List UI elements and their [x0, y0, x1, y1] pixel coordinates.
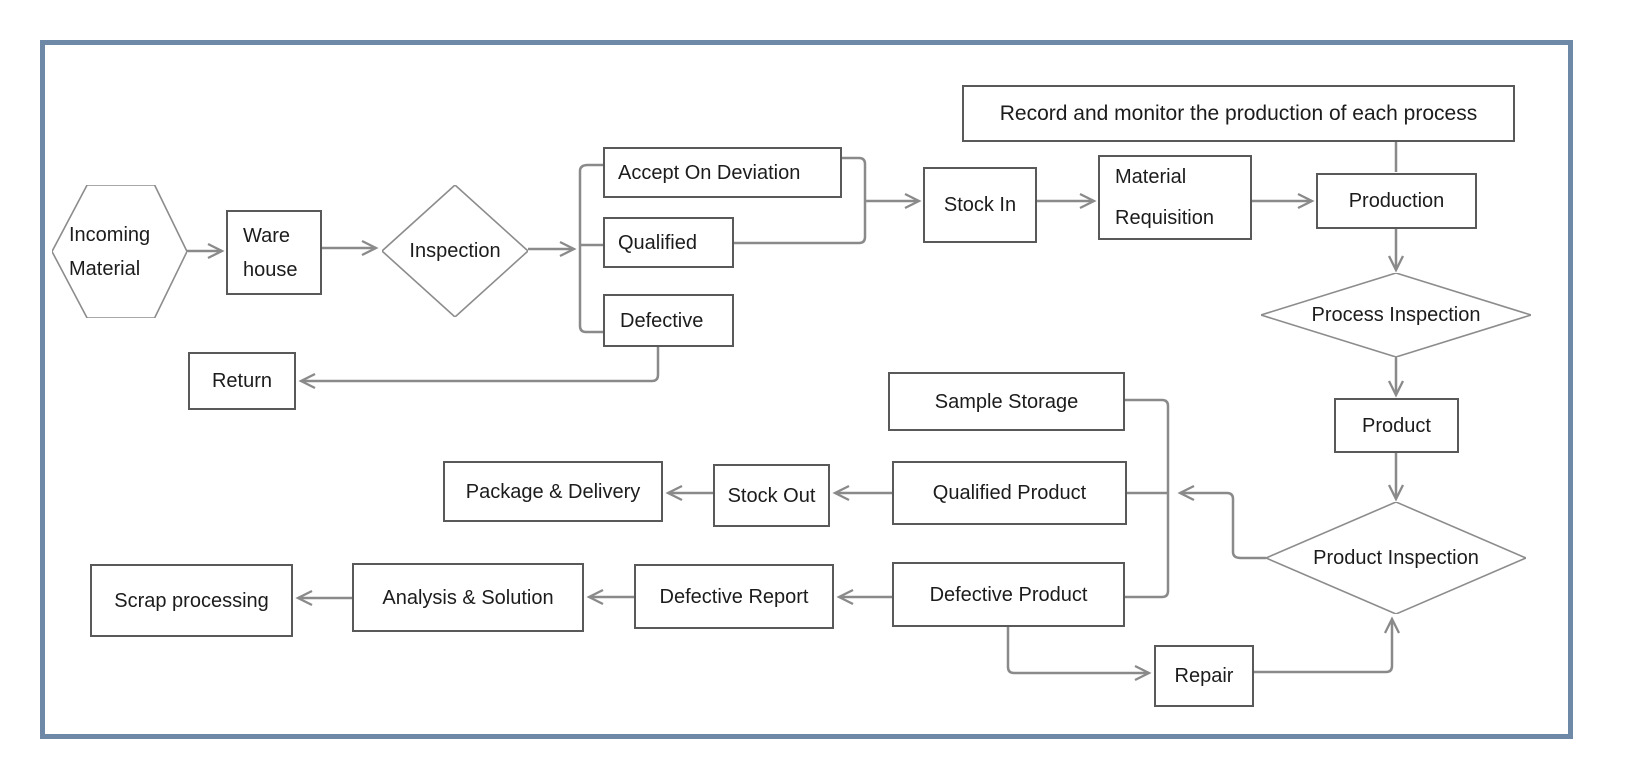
edge-product-split-bracket — [1124, 398, 1170, 599]
node-incoming-material-label: Incoming Material — [69, 223, 151, 280]
node-qualified-product: Qualified Product — [892, 461, 1127, 525]
node-product-inspection-label: Product Inspection — [1313, 547, 1479, 569]
node-defective-product: Defective Product — [892, 562, 1125, 627]
node-analysis-solution-label: Analysis & Solution — [382, 586, 554, 609]
node-product-label: Product — [1362, 414, 1431, 437]
node-inspection: Inspection — [382, 185, 528, 317]
node-defective-product-label: Defective Product — [929, 583, 1088, 606]
node-stock-out: Stock Out — [713, 464, 830, 527]
node-return-label: Return — [211, 370, 273, 392]
node-defective-report-label: Defective Report — [659, 585, 809, 608]
node-repair-label: Repair — [1174, 665, 1234, 687]
node-package-delivery-label: Package & Delivery — [465, 480, 641, 503]
node-process-inspection-label: Process Inspection — [1311, 304, 1481, 326]
diagram-frame — [40, 40, 1573, 739]
node-sample-storage: Sample Storage — [888, 372, 1125, 431]
node-record-note: Record and monitor the production of eac… — [962, 85, 1515, 142]
edge-product-inspection-to-product-split — [1177, 484, 1266, 560]
node-product: Product — [1334, 398, 1459, 453]
edge-split-bracket — [578, 163, 603, 334]
node-qualified: Qualified — [603, 217, 734, 268]
node-scrap-processing-label: Scrap processing — [114, 589, 269, 612]
diamond-shape — [382, 185, 528, 317]
node-repair: Repair — [1154, 645, 1254, 707]
node-scrap-processing: Scrap processing — [90, 564, 293, 637]
node-package-delivery: Package & Delivery — [443, 461, 663, 522]
node-warehouse-label: Ware house — [243, 224, 298, 281]
node-material-requisition: Material Requisition — [1098, 155, 1252, 240]
node-stock-in: Stock In — [923, 167, 1037, 243]
node-production-label: Production — [1348, 190, 1445, 212]
node-return: Return — [188, 352, 296, 410]
edge-defective-product-to-repair — [1006, 627, 1152, 682]
node-defective-report: Defective Report — [634, 564, 834, 629]
node-production: Production — [1316, 173, 1477, 229]
node-stock-out-label: Stock Out — [727, 484, 816, 507]
diamond-shape — [1266, 502, 1526, 614]
node-accept-on-deviation-label: Accept On Deviation — [618, 161, 801, 184]
hexagon-shape — [52, 185, 187, 318]
diamond-shape — [1261, 273, 1531, 357]
node-material-requisition-label: Material Requisition — [1115, 165, 1214, 229]
node-accept-on-deviation: Accept On Deviation — [603, 147, 842, 198]
node-process-inspection: Process Inspection — [1261, 273, 1531, 357]
edge-defective-to-return — [298, 347, 660, 390]
node-qualified-label: Qualified — [618, 231, 697, 254]
node-sample-storage-label: Sample Storage — [934, 390, 1079, 413]
edge-repair-to-product-inspection — [1254, 616, 1401, 674]
node-qualified-product-label: Qualified Product — [932, 482, 1087, 504]
node-record-note-label: Record and monitor the production of eac… — [999, 101, 1478, 125]
node-defective-label: Defective — [620, 309, 704, 332]
node-defective: Defective — [603, 294, 734, 347]
node-analysis-solution: Analysis & Solution — [352, 563, 584, 632]
node-product-inspection: Product Inspection — [1266, 502, 1526, 614]
node-stock-in-label: Stock In — [943, 194, 1017, 216]
node-incoming-material: Incoming Material — [52, 185, 187, 318]
node-warehouse: Ware house — [226, 210, 322, 295]
node-inspection-label: Inspection — [409, 240, 501, 262]
